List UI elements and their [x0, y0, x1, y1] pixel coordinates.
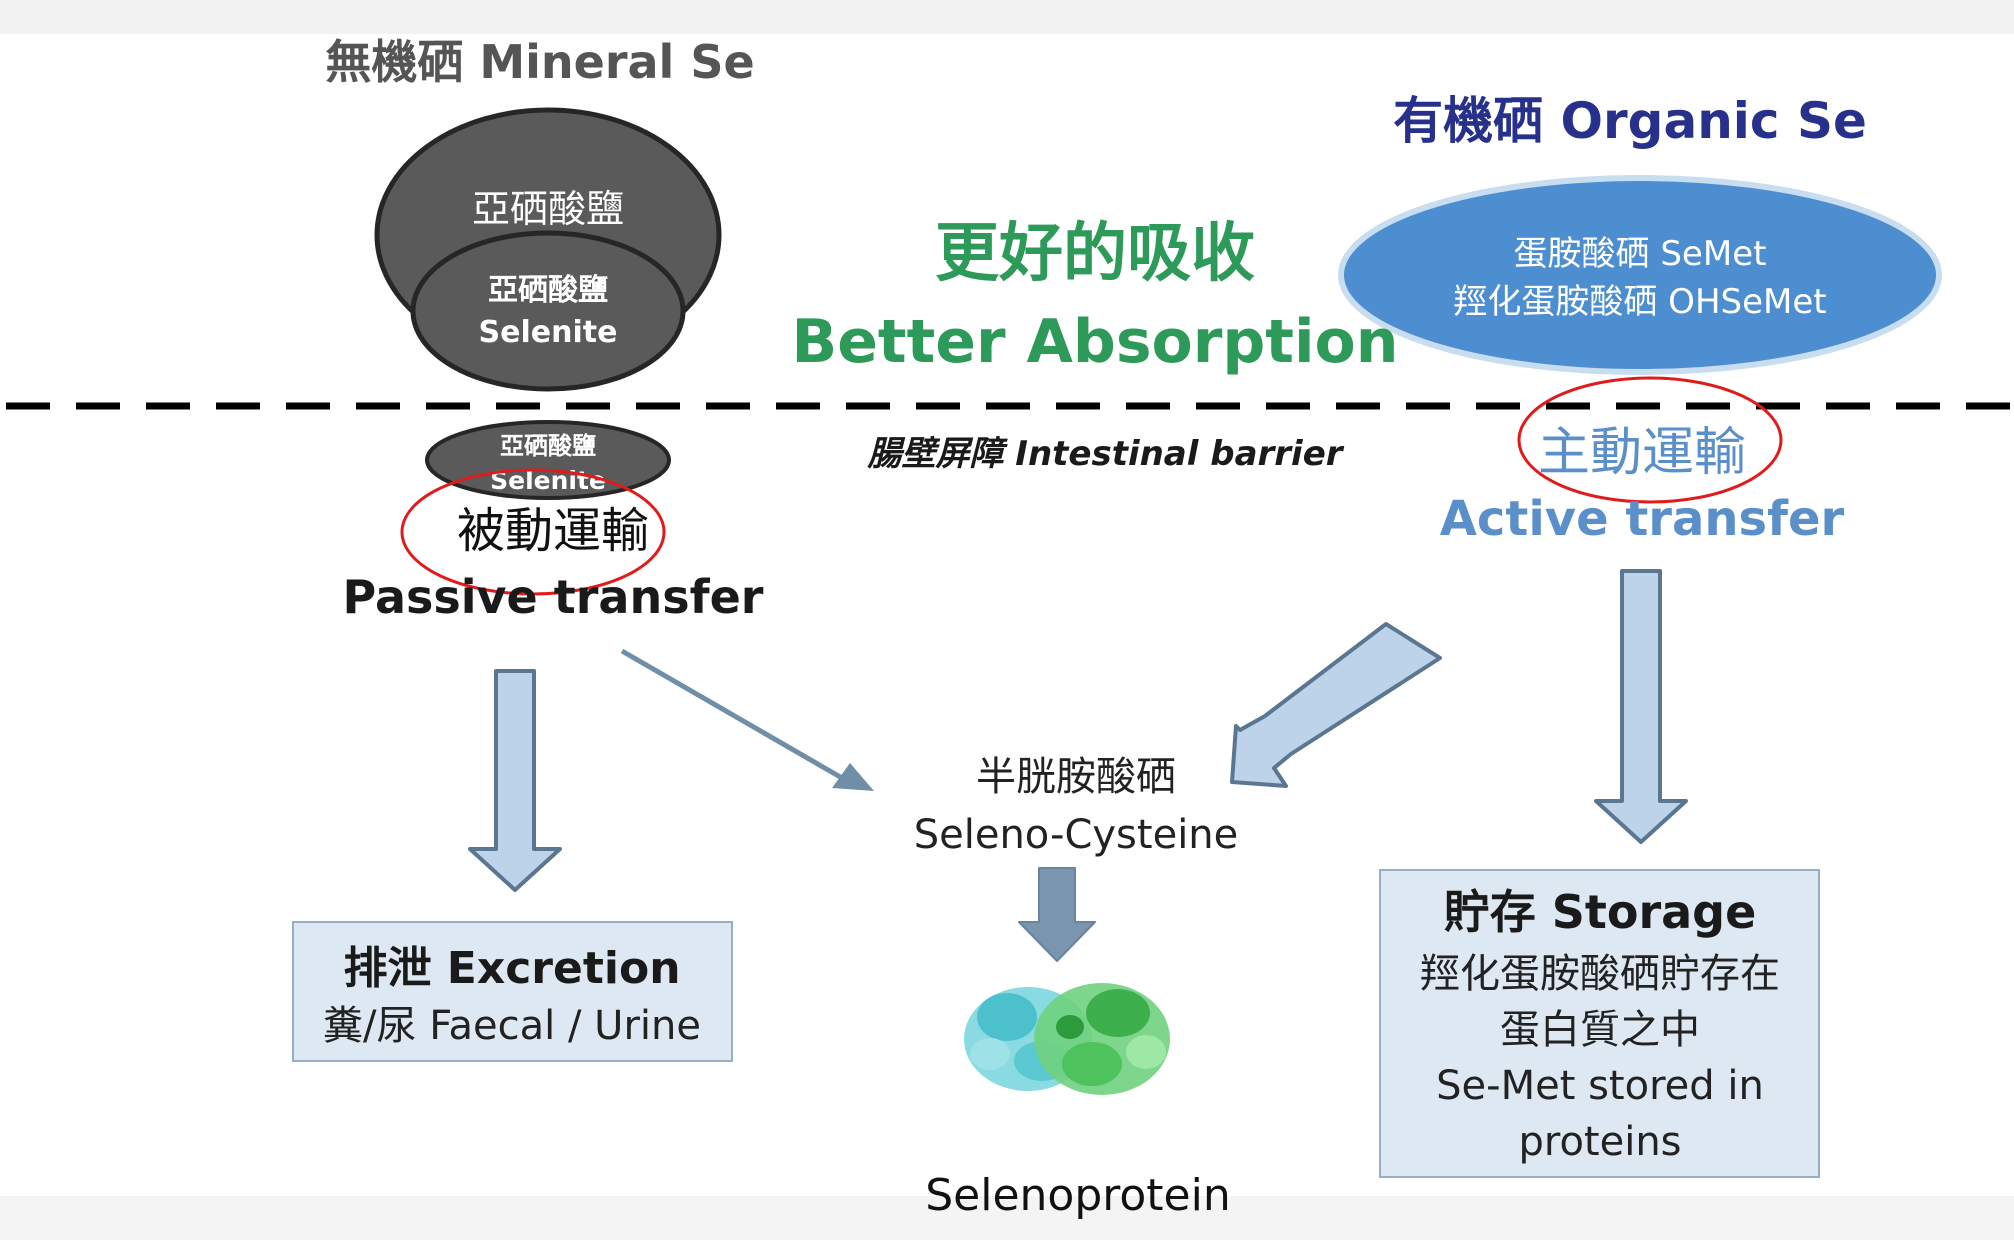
top-background-band	[0, 0, 2014, 34]
selenoprotein-label: Selenoprotein	[925, 1170, 1231, 1221]
active-transfer-zh: 主動運輸	[1538, 423, 1746, 483]
selenite-small-ellipse	[425, 420, 671, 500]
arrow-passive-to-cysteine-head	[832, 763, 874, 791]
storage-line-1: 羥化蛋胺酸硒貯存在	[1420, 951, 1780, 997]
seleno-cysteine-en: Seleno-Cysteine	[914, 812, 1239, 858]
arrow-to-storage	[1594, 569, 1688, 844]
mineral-inner-zh: 亞硒酸鹽	[488, 273, 608, 308]
selenoprotein-image	[964, 983, 1170, 1095]
arrow-passive-to-cysteine	[620, 648, 844, 781]
mineral-outer-label: 亞硒酸鹽	[472, 187, 624, 231]
passive-transfer-zh: 被動運輸	[457, 503, 649, 559]
mineral-inner-en: Selenite	[479, 315, 618, 350]
organic-se-title: 有機硒 Organic Se	[1393, 92, 1867, 150]
passive-transfer-en: Passive transfer	[343, 570, 764, 624]
storage-line-3: Se-Met stored in	[1436, 1063, 1764, 1109]
active-highlight-circle	[1517, 376, 1783, 504]
organic-ellipse	[1338, 175, 1942, 375]
organic-line-1: 蛋胺酸硒 SeMet	[1514, 234, 1767, 274]
arrow-cysteine-to-protein	[1018, 867, 1096, 962]
mineral-se-title: 無機硒 Mineral Se	[325, 35, 754, 89]
storage-box	[1379, 869, 1820, 1178]
better-absorption-zh: 更好的吸收	[935, 217, 1255, 291]
excretion-title: 排泄 Excretion	[343, 943, 680, 994]
excretion-sub: 糞/尿 Faecal / Urine	[323, 1003, 701, 1049]
better-absorption-en: Better Absorption	[791, 307, 1398, 377]
mineral-inner-ellipse	[410, 230, 686, 392]
passive-highlight-circle	[400, 468, 666, 596]
seleno-cysteine-zh: 半胱胺酸硒	[976, 754, 1176, 800]
selenite-small-zh: 亞硒酸鹽	[500, 432, 596, 460]
arrow-to-excretion	[468, 669, 562, 892]
storage-title: 貯存 Storage	[1444, 885, 1757, 939]
storage-line-4: proteins	[1518, 1119, 1681, 1165]
organic-line-2: 羥化蛋胺酸硒 OHSeMet	[1453, 282, 1826, 322]
active-transfer-en: Active transfer	[1440, 491, 1845, 547]
intestinal-barrier-label: 腸壁屏障 Intestinal barrier	[866, 434, 1344, 474]
storage-line-2: 蛋白質之中	[1500, 1007, 1700, 1053]
bottom-background-band	[0, 1196, 2014, 1240]
arrow-active-to-cysteine	[1230, 622, 1442, 788]
excretion-box	[292, 921, 733, 1062]
